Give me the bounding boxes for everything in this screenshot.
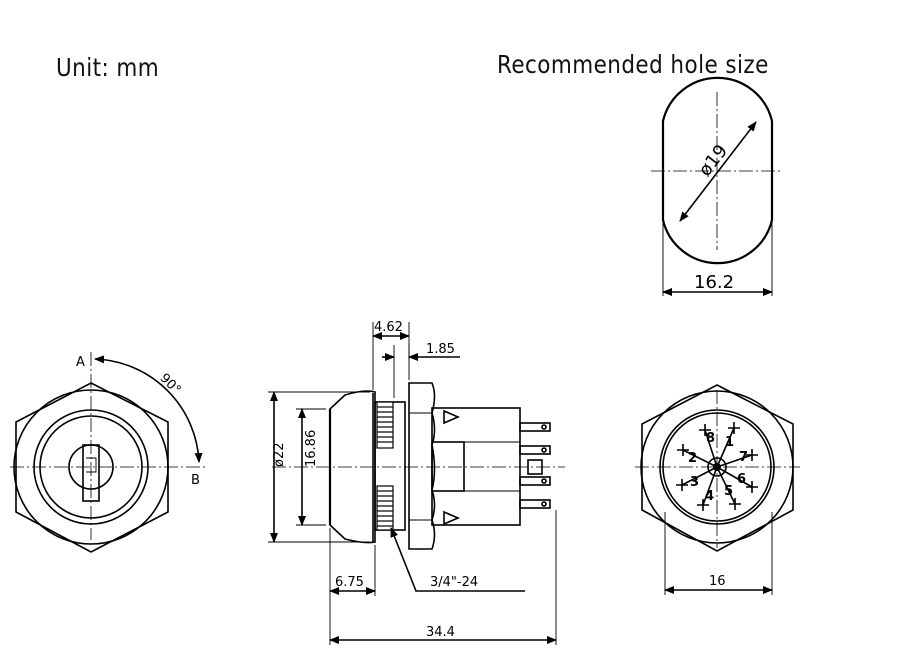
thread-label: 3/4"-24 [430,575,478,590]
d675-label: 6.75 [335,575,364,590]
thread-leader [390,527,525,592]
hole-outline [661,76,774,265]
thread-hatch-top [376,401,394,449]
hole-diameter-label: ø19 [695,141,732,181]
pin-number-5: 5 [724,484,733,499]
front-hex-nut [15,382,169,553]
dome-head [329,390,376,544]
arrow-mark-bottom [443,510,461,526]
pin-number-3: 3 [690,475,699,490]
terminal-pins [519,422,551,509]
hole-diameter-line [679,121,757,222]
d1686-label: 16.86 [304,430,319,467]
unit-label: Unit: mm [56,53,160,82]
hole-size-title: Recommended hole size [497,50,769,79]
thread-hatch-bottom [376,485,394,531]
pin-number-1: 1 [725,435,734,450]
pin-number-2: 2 [688,451,697,466]
side-nut [408,382,436,550]
arrow-mark-top [443,409,461,425]
recommended-hole-view: ø19 16.2 [651,76,782,296]
rear-view: 1 2 3 4 5 6 7 8 16 [635,384,800,595]
d462-label: 4.62 [374,320,403,335]
angle-label: 90° [157,371,184,398]
label-b: B [191,473,200,488]
d344-label: 34.4 [426,625,455,640]
pin-number-4: 4 [705,489,714,504]
front-view: A B 90° [10,352,205,553]
hole-width-label: 16.2 [694,272,734,293]
label-a: A [76,355,85,370]
d185-label: 1.85 [426,342,455,357]
pin-number-7: 7 [739,450,748,465]
pin-number-8: 8 [706,431,715,446]
rear-hex-nut [641,384,794,552]
rotation-arc [94,355,203,463]
switch-body-center [431,441,465,492]
rear-terminal-spokes [676,422,758,511]
rear-width-label: 16 [709,574,726,589]
switch-body [431,407,521,526]
d22-label: ø22 [272,443,287,468]
side-view: ø22 16.86 4.62 1.85 6.75 3/4"-24 34.4 [268,320,565,645]
pin-number-6: 6 [737,472,746,487]
